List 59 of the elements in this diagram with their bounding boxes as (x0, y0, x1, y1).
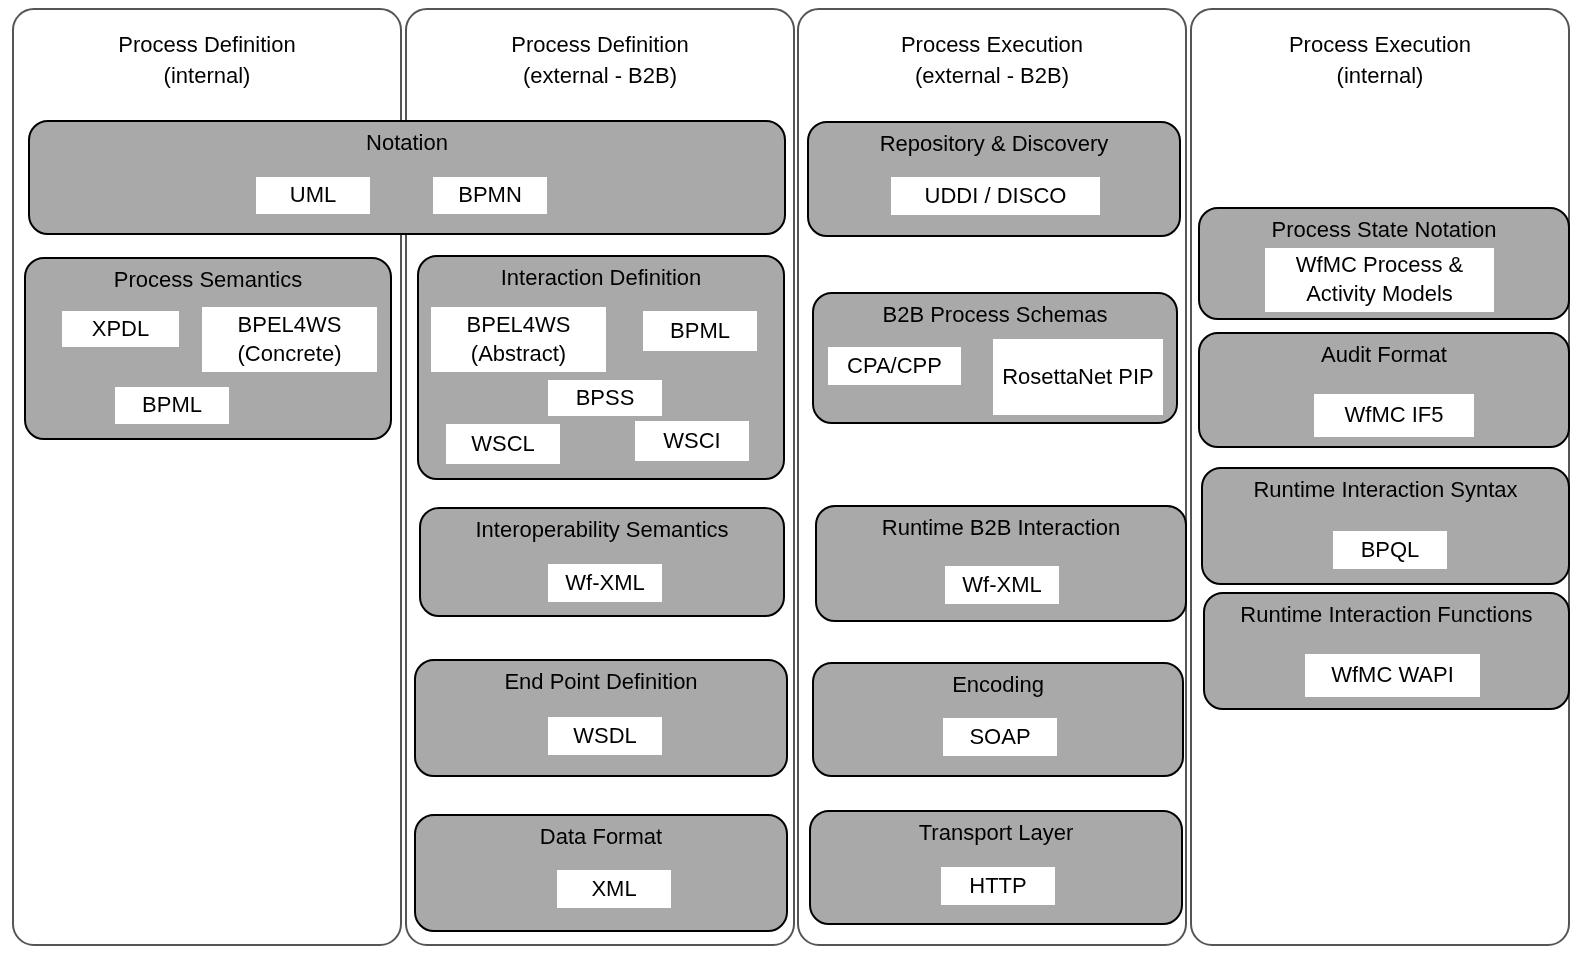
layer-title: Interaction Definition (500, 265, 702, 291)
standard-tag: BPEL4WS (Concrete) (202, 307, 377, 372)
standard-tag: WfMC IF5 (1314, 394, 1474, 437)
column-heading: Process Definition (external - B2B) (510, 31, 690, 90)
standard-tag: BPEL4WS (Abstract) (431, 307, 606, 372)
layer-title: Data Format (539, 824, 663, 850)
standard-tag: XML (557, 870, 671, 908)
column-heading: Process Execution (internal) (1287, 31, 1473, 90)
layer-title: Repository & Discovery (879, 131, 1109, 157)
standard-tag: BPQL (1333, 531, 1447, 569)
layer-title: Transport Layer (918, 820, 1074, 846)
layer-panel (1198, 207, 1570, 320)
standard-tag: WfMC Process & Activity Models (1265, 248, 1494, 312)
layer-panel (812, 292, 1178, 424)
layer-title: Audit Format (1321, 342, 1447, 368)
layer-panel (419, 507, 785, 617)
standard-tag: BPML (115, 387, 229, 424)
standard-tag: SOAP (943, 718, 1057, 756)
layer-title: Runtime Interaction Functions (1240, 602, 1533, 628)
layer-panel (1198, 332, 1570, 448)
standard-tag: Wf-XML (945, 566, 1059, 604)
layer-panel (24, 257, 392, 440)
standard-tag: UML (256, 177, 370, 214)
layer-title: End Point Definition (504, 669, 698, 695)
column-heading: Process Definition (internal) (117, 31, 297, 90)
standard-tag: XPDL (62, 311, 179, 347)
standard-tag: HTTP (941, 867, 1055, 905)
standard-tag: UDDI / DISCO (891, 177, 1100, 215)
standard-tag: WfMC WAPI (1305, 654, 1480, 697)
layer-panel (809, 810, 1183, 925)
layer-title: Process Semantics (113, 267, 303, 293)
standard-tag: Wf-XML (548, 564, 662, 602)
standard-tag: CPA/CPP (828, 347, 961, 385)
standard-tag: WSCI (635, 421, 749, 461)
layer-panel (812, 662, 1184, 777)
layer-panel (815, 505, 1187, 622)
standard-tag: WSDL (548, 717, 662, 755)
column-panel (797, 8, 1187, 946)
layer-panel (414, 814, 788, 932)
layer-panel (417, 255, 785, 480)
layer-title: Notation (366, 130, 448, 156)
column-panel (1190, 8, 1570, 946)
layer-panel (414, 659, 788, 777)
standard-tag: BPMN (433, 177, 547, 214)
layer-title: Encoding (952, 672, 1044, 698)
layer-title: Runtime Interaction Syntax (1253, 477, 1518, 503)
layer-panel (28, 120, 786, 235)
column-heading: Process Execution (external - B2B) (899, 31, 1085, 90)
layer-title: Runtime B2B Interaction (881, 515, 1121, 541)
layer-title: Interoperability Semantics (475, 517, 729, 543)
standard-tag: RosettaNet PIP (993, 339, 1163, 415)
standard-tag: BPML (643, 311, 757, 351)
layer-title: Process State Notation (1271, 217, 1497, 243)
layer-panel (807, 121, 1181, 237)
layer-panel (1203, 592, 1570, 710)
standard-tag: BPSS (548, 380, 662, 416)
layer-panel (1201, 467, 1570, 585)
layer-title: B2B Process Schemas (882, 302, 1108, 328)
standard-tag: WSCL (446, 424, 560, 464)
